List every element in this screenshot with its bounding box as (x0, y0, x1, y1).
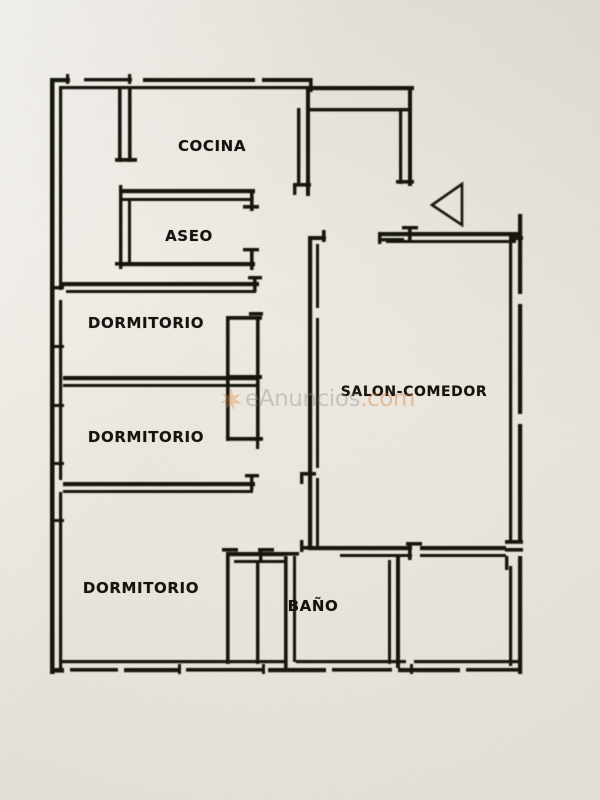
floor-plan-drawing (50, 74, 523, 674)
